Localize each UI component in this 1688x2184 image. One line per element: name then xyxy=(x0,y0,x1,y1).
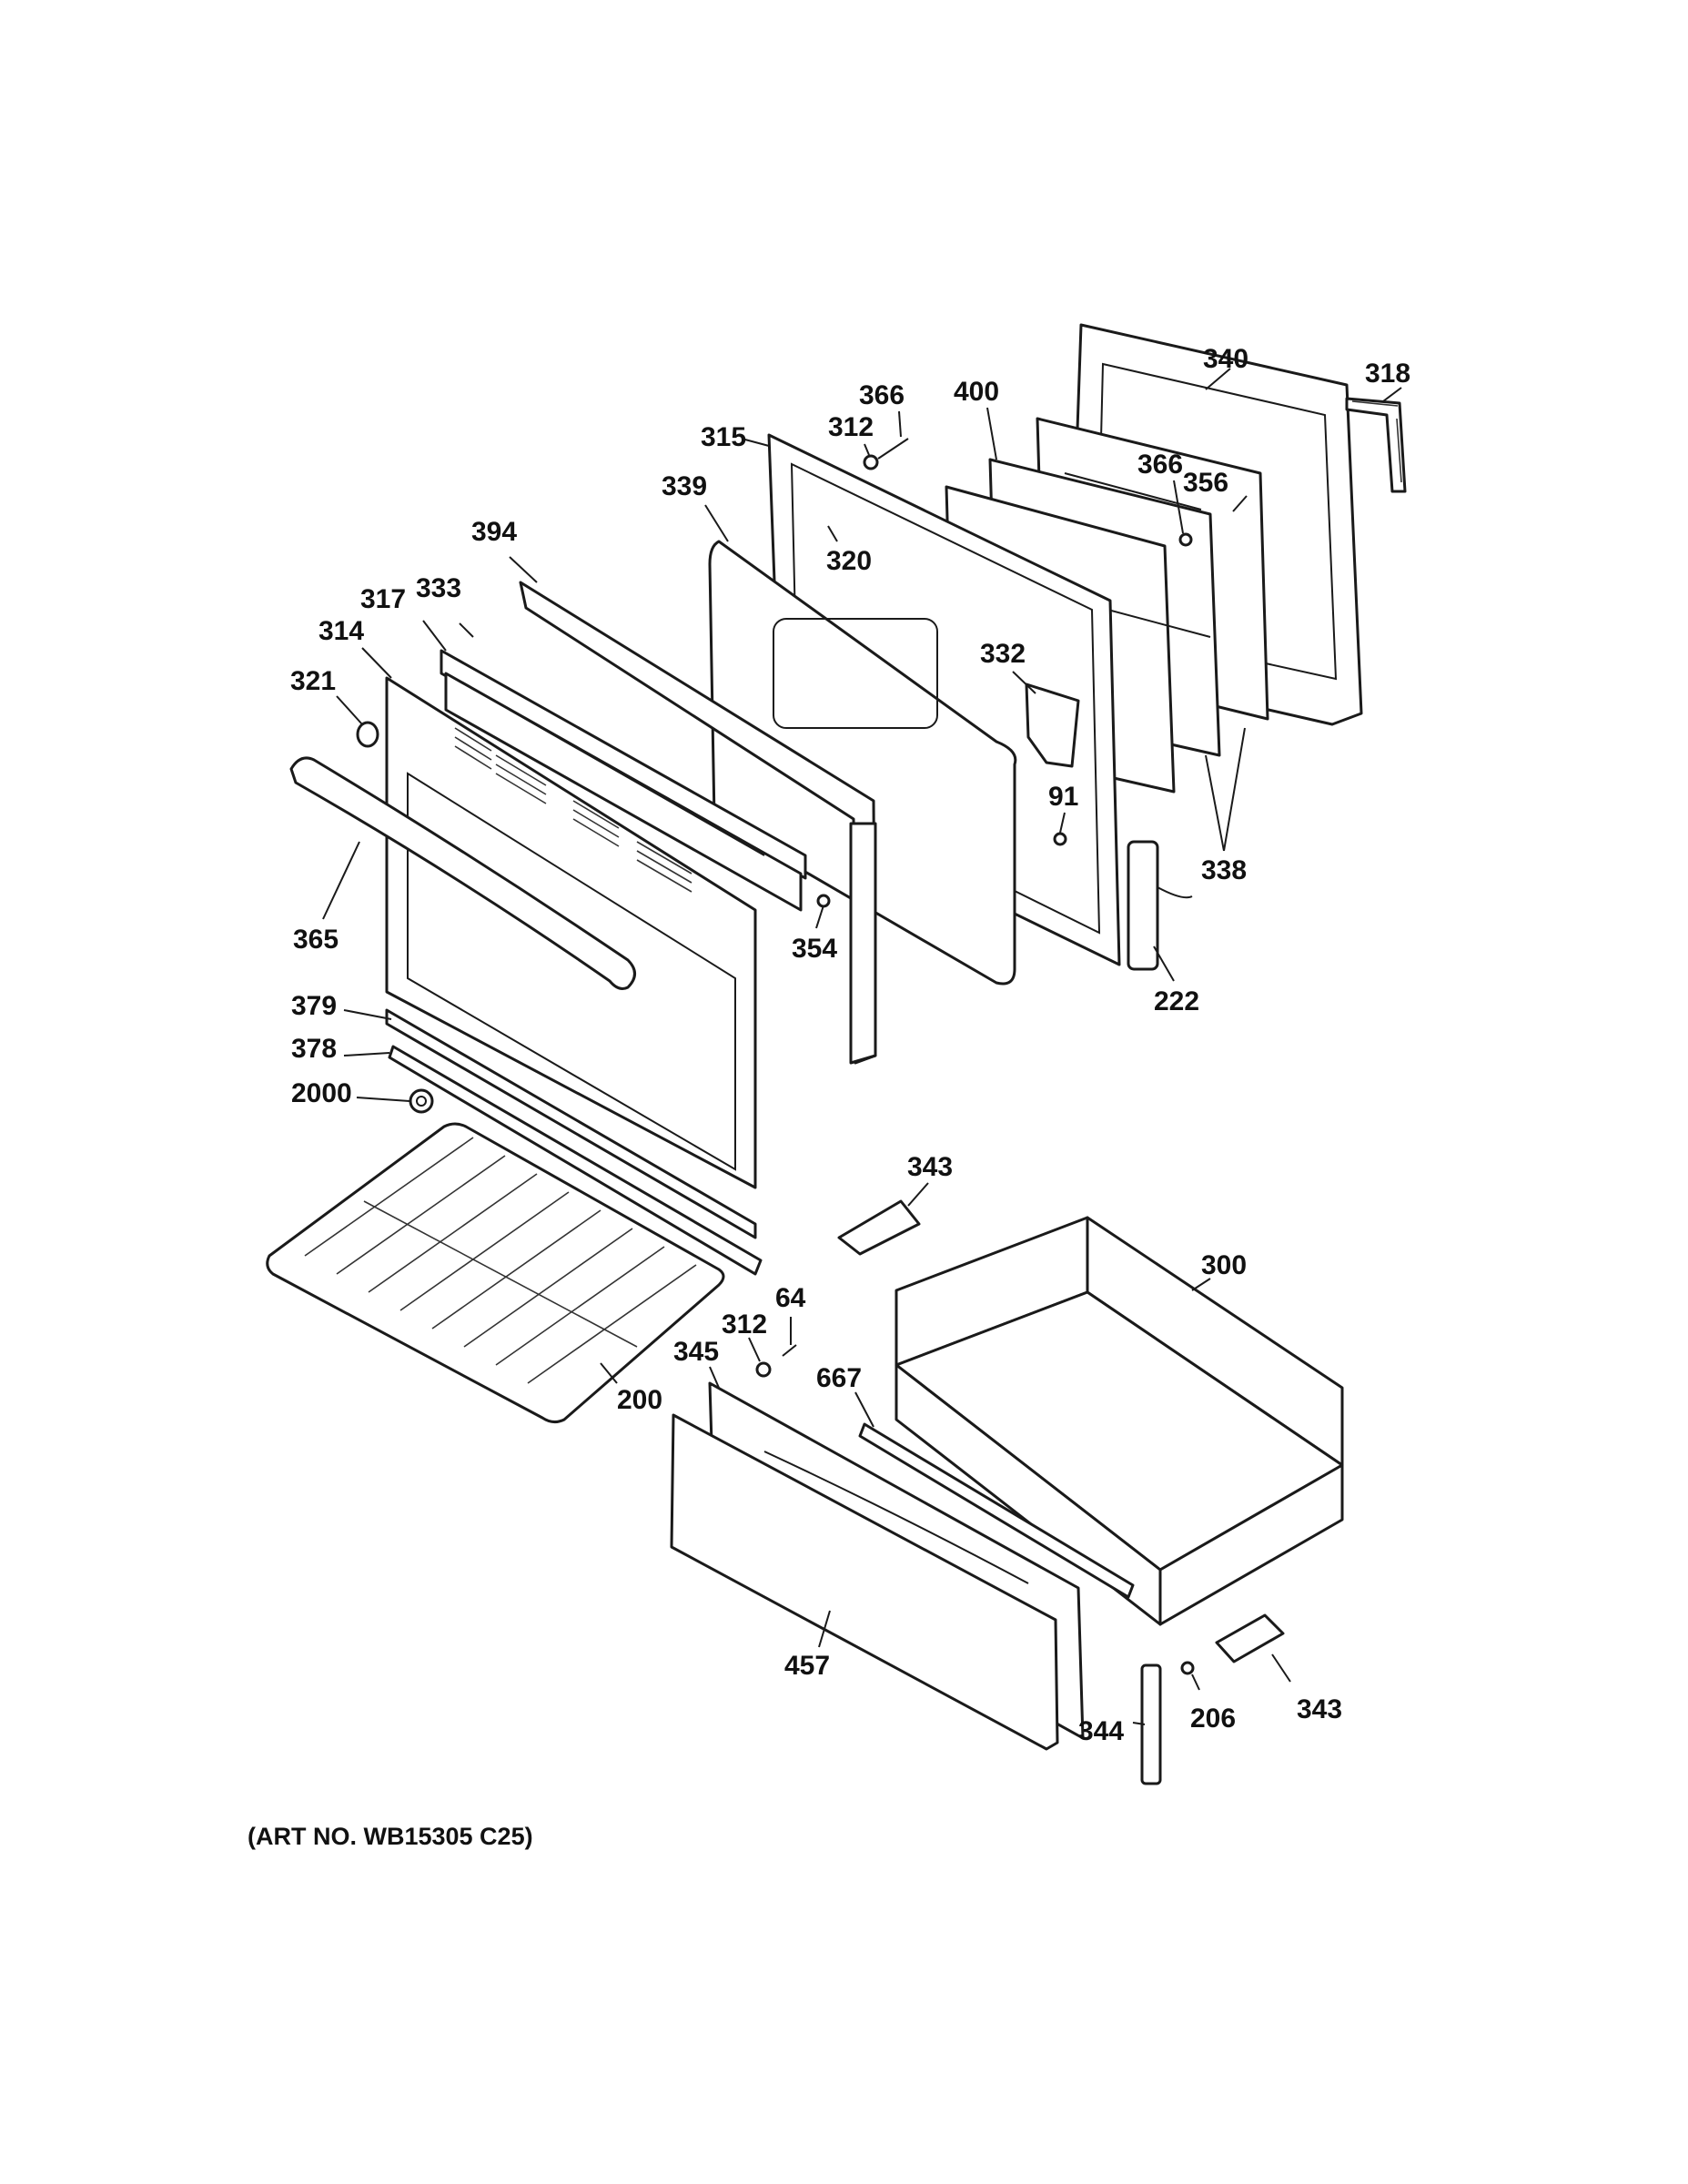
drawer-slide-lower xyxy=(1215,1613,1285,1663)
callout-317: 317 xyxy=(360,584,406,614)
latch-block xyxy=(1025,682,1080,768)
callout-343-lower: 343 xyxy=(1297,1694,1342,1724)
callout-400: 400 xyxy=(954,377,999,407)
callout-312-lower: 312 xyxy=(722,1309,767,1340)
grommet xyxy=(409,1088,434,1114)
callout-667: 667 xyxy=(816,1363,862,1393)
callout-354: 354 xyxy=(792,934,837,964)
callout-2000: 2000 xyxy=(291,1078,352,1108)
drawer-front xyxy=(670,1381,1085,1751)
callout-366-upper: 366 xyxy=(859,380,905,410)
callout-356: 356 xyxy=(1183,468,1228,498)
callout-206: 206 xyxy=(1190,1704,1236,1734)
callout-378: 378 xyxy=(291,1034,337,1064)
drawer-body xyxy=(895,1216,1344,1626)
bottom-trims xyxy=(385,1008,763,1276)
callout-365: 365 xyxy=(293,925,339,955)
callout-318: 318 xyxy=(1365,359,1410,389)
callout-345: 345 xyxy=(673,1337,719,1367)
vent-channel xyxy=(440,649,807,912)
callout-222: 222 xyxy=(1154,986,1199,1016)
callout-315: 315 xyxy=(701,422,746,452)
callout-314: 314 xyxy=(318,616,364,646)
callout-200: 200 xyxy=(617,1385,662,1415)
door-insulation xyxy=(708,540,1017,986)
glide-strip xyxy=(858,1422,1135,1599)
callout-labels: 318 340 366 400 312 315 366 356 339 320 … xyxy=(290,344,1410,1746)
callout-321: 321 xyxy=(290,666,336,696)
callout-300: 300 xyxy=(1201,1250,1247,1280)
callout-366-right: 366 xyxy=(1137,450,1183,480)
callout-340: 340 xyxy=(1203,344,1248,374)
door-trim-frame xyxy=(519,581,877,1065)
callout-457: 457 xyxy=(784,1651,830,1681)
callout-344: 344 xyxy=(1078,1716,1124,1746)
callout-320: 320 xyxy=(826,546,872,576)
door-hinge xyxy=(1127,840,1193,971)
leader-lines xyxy=(322,368,1402,1725)
callout-312-upper: 312 xyxy=(828,412,874,442)
callout-339: 339 xyxy=(662,471,707,501)
callout-394: 394 xyxy=(471,517,517,547)
callout-379: 379 xyxy=(291,991,337,1021)
art-number-caption: (ART NO. WB15305 C25) xyxy=(248,1823,533,1850)
callout-91: 91 xyxy=(1048,782,1078,812)
callout-333: 333 xyxy=(416,573,461,603)
drawer-slide-upper xyxy=(837,1199,921,1256)
bumper xyxy=(356,721,379,748)
oven-rack xyxy=(266,1122,725,1424)
door-handle xyxy=(289,756,636,990)
callout-64: 64 xyxy=(775,1283,806,1313)
screws xyxy=(755,438,1195,1675)
door-gasket xyxy=(1345,397,1407,493)
callout-332: 332 xyxy=(980,639,1026,669)
callout-343-upper: 343 xyxy=(907,1152,953,1182)
callout-338: 338 xyxy=(1201,855,1247,885)
